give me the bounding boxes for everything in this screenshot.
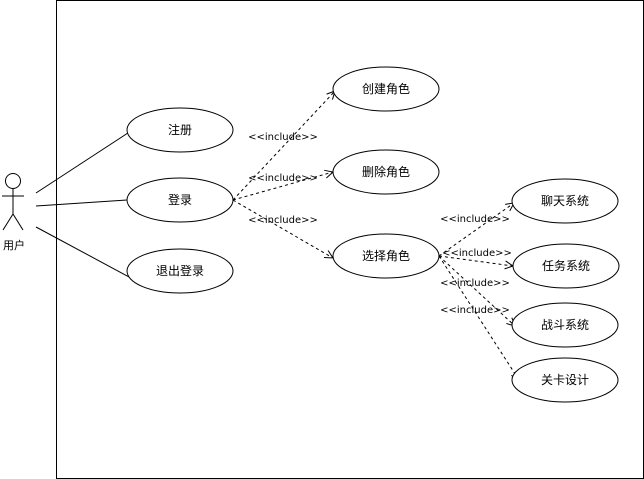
use-case-level[interactable]: 关卡设计 — [511, 357, 619, 403]
include-label-task: <<include>> — [442, 248, 512, 259]
use-case-battle-label: 战斗系统 — [541, 318, 589, 332]
actor-left-leg — [2, 213, 14, 231]
include-label-create-role: <<include>> — [248, 132, 318, 143]
actor-user[interactable]: 用户 — [2, 173, 25, 253]
association-register — [35, 130, 132, 194]
use-case-select-role-label: 选择角色 — [362, 249, 410, 263]
actor-right-leg — [12, 213, 24, 231]
include-edge-delete-role — [232, 172, 333, 201]
use-case-select-role[interactable]: 选择角色 — [332, 233, 440, 279]
actor-head — [5, 173, 21, 189]
use-case-level-label: 关卡设计 — [541, 373, 589, 387]
association-logout — [35, 226, 132, 279]
include-edge-battle — [438, 255, 515, 326]
use-case-register[interactable]: 注册 — [126, 107, 234, 153]
include-label-battle: <<include>> — [440, 278, 510, 289]
include-edge-task — [438, 255, 513, 266]
include-label-select-role: <<include>> — [248, 215, 318, 226]
use-case-register-label: 注册 — [168, 122, 192, 137]
use-case-battle[interactable]: 战斗系统 — [511, 302, 619, 348]
use-case-login[interactable]: 登录 — [126, 177, 234, 223]
actor-label: 用户 — [3, 238, 25, 252]
association-login — [35, 199, 128, 207]
use-case-delete-role-label: 删除角色 — [362, 164, 410, 179]
include-edge-create-role — [232, 91, 335, 201]
use-case-logout[interactable]: 退出登录 — [126, 248, 234, 294]
use-case-delete-role[interactable]: 删除角色 — [332, 149, 440, 195]
include-label-delete-role: <<include>> — [248, 173, 318, 184]
use-case-create-role[interactable]: 创建角色 — [332, 66, 440, 112]
use-case-chat[interactable]: 聊天系统 — [511, 178, 619, 224]
include-label-chat: <<include>> — [440, 214, 510, 225]
use-case-logout-label: 退出登录 — [156, 263, 204, 278]
use-case-task-label: 任务系统 — [542, 258, 590, 273]
include-edge-level — [438, 255, 519, 380]
include-edge-select-role — [232, 199, 333, 258]
use-case-task[interactable]: 任务系统 — [512, 243, 620, 289]
include-label-level: <<include>> — [440, 305, 510, 316]
use-case-login-label: 登录 — [168, 192, 192, 207]
use-case-chat-label: 聊天系统 — [541, 194, 589, 208]
use-case-create-role-label: 创建角色 — [362, 82, 410, 96]
